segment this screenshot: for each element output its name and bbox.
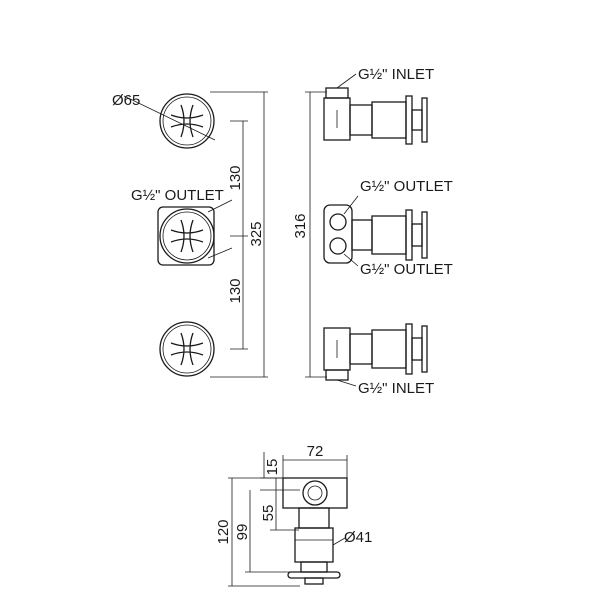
front-handle-middle	[157, 199, 233, 266]
front-spacing-bottom: 130	[227, 278, 244, 303]
front-spacing-top: 130	[227, 165, 244, 190]
front-outlet-label: G½" OUTLET	[131, 187, 224, 204]
front-overall-height: 325	[248, 221, 265, 246]
front-view: Ø65 G½" OUTLET 130 130 3	[112, 91, 268, 378]
side-top-inlet-label: G½" INLET	[358, 66, 434, 83]
side-valve-middle	[323, 195, 428, 267]
front-handle-diameter-label: Ø65	[112, 92, 140, 109]
side-overall-height: 316	[292, 213, 309, 238]
side-view: 316 G½" INLET G½" OUTLET	[292, 66, 453, 397]
bottom-view: 72 15 55 99 120 Ø41	[215, 443, 372, 587]
bottom-body-diameter-label: Ø41	[344, 529, 372, 546]
front-dimensions	[210, 91, 268, 378]
side-middle-outlet-bottom-label: G½" OUTLET	[360, 261, 453, 278]
bottom-depth-99-label: 99	[234, 524, 251, 541]
bottom-view-dimensions	[228, 452, 348, 587]
front-handle-bottom	[159, 321, 215, 377]
side-valve-bottom	[323, 323, 428, 387]
side-dimension	[305, 91, 327, 378]
front-handle-top	[123, 93, 216, 149]
bottom-depth-55-label: 55	[260, 505, 277, 522]
bottom-view-body	[282, 477, 348, 585]
side-middle-outlet-top-label: G½" OUTLET	[360, 178, 453, 195]
bottom-depth-120-label: 120	[215, 519, 232, 544]
bottom-top-offset-label: 15	[264, 459, 281, 476]
bottom-width-label: 72	[307, 443, 324, 460]
side-valve-top	[323, 73, 428, 145]
side-bottom-inlet-label: G½" INLET	[358, 380, 434, 397]
